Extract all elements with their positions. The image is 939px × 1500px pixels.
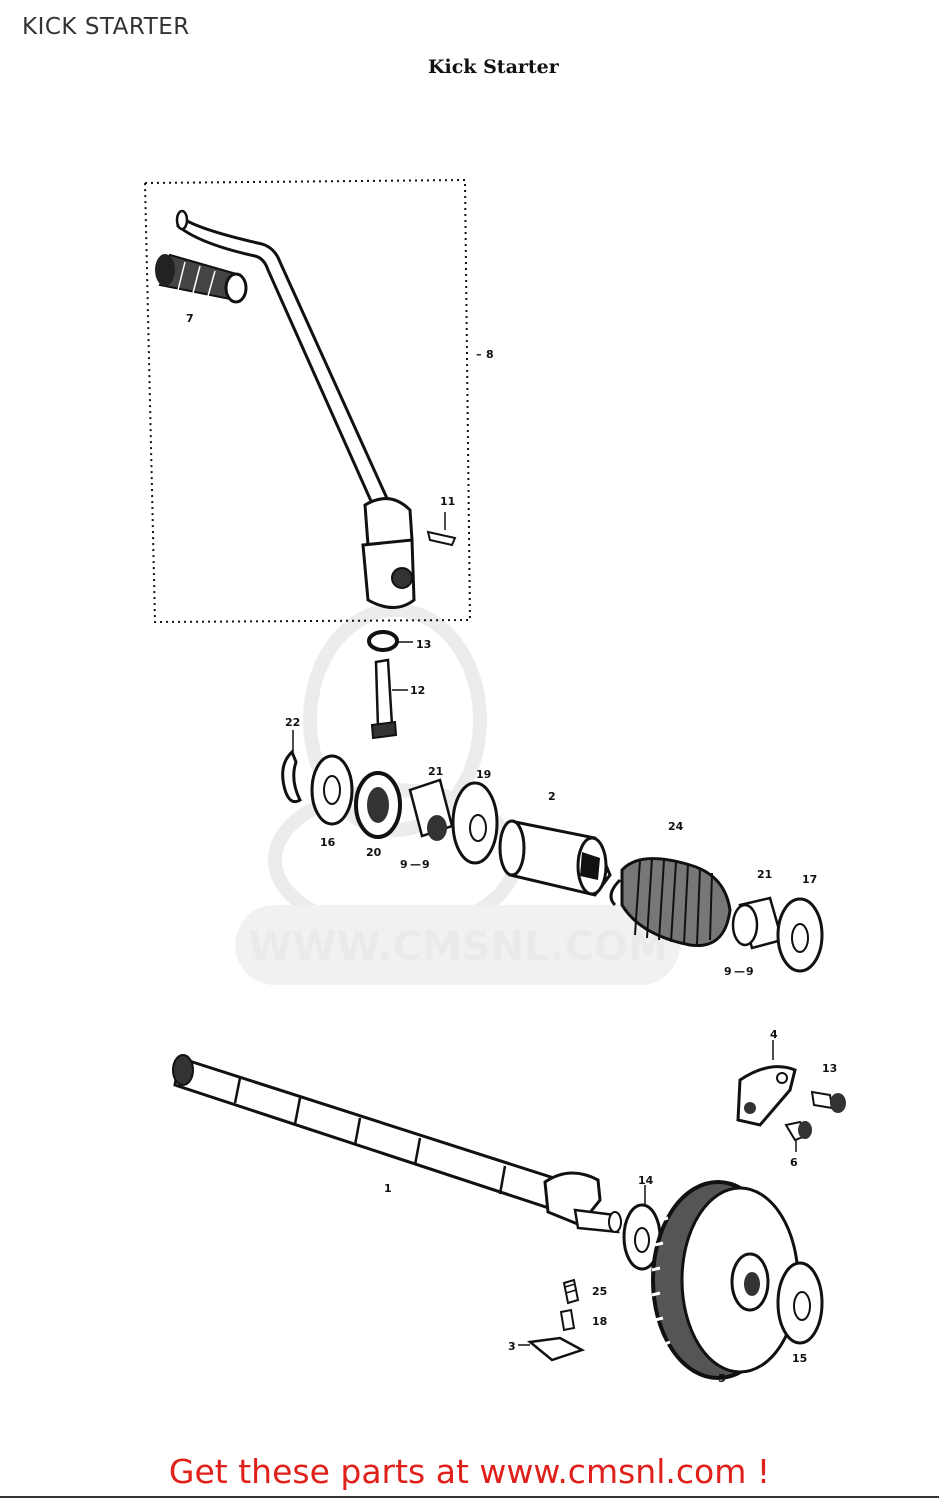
part-label-9c: 9	[724, 965, 732, 978]
screw-13-head	[830, 1093, 846, 1113]
circlip	[281, 749, 302, 804]
bolt-12	[374, 658, 394, 730]
part-label-24: 24	[668, 820, 684, 833]
part-label-19: 19	[476, 768, 491, 781]
part-label-9c-ref: 9	[746, 965, 754, 978]
part-label-14: 14	[638, 1174, 654, 1187]
part-label-13a: 13	[416, 638, 431, 651]
part-label-18: 18	[592, 1315, 607, 1328]
kick-grip	[155, 253, 248, 304]
part-label-16: 16	[320, 836, 336, 849]
part-label-21b: 21	[757, 868, 772, 881]
kick-lever	[175, 209, 416, 609]
assembly-boundary	[143, 178, 472, 624]
watermark-banner	[235, 905, 680, 985]
footer-divider	[0, 1496, 939, 1498]
part-label-8: 8	[486, 348, 494, 361]
watermark-mascot-head	[303, 603, 487, 837]
part-label-9c-dash: —	[734, 965, 745, 978]
part-label-9a: 9	[400, 858, 408, 871]
part-label-2: 2	[548, 790, 556, 803]
return-spring	[609, 857, 732, 948]
part-label-1: 1	[384, 1182, 392, 1195]
part-label-20: 20	[366, 846, 382, 859]
screw-13	[810, 1090, 834, 1110]
part-label-13b: 13	[822, 1062, 837, 1075]
part-label-7: 7	[186, 312, 194, 325]
part-label-6: 6	[790, 1156, 798, 1169]
part-label-12: 12	[410, 684, 425, 697]
part-labels: 7 – 8 11 13 12 22 16 20 21 19 9 — 9 2 24…	[186, 312, 837, 1385]
part-label-21a: 21	[428, 765, 443, 778]
page-title: KICK STARTER	[22, 14, 190, 40]
watermark-url: WWW.CMSNL.COM	[248, 924, 668, 970]
pinch-bolt	[426, 530, 457, 547]
washer-small	[367, 630, 399, 652]
part-label-11: 11	[440, 495, 455, 508]
part-label-3: 3	[508, 1340, 516, 1353]
diagram-title: Kick Starter	[428, 56, 559, 78]
kick-gear	[651, 1180, 800, 1380]
kick-shaft	[172, 1054, 622, 1234]
part-label-22: 22	[285, 716, 300, 729]
pawl-3	[526, 1336, 586, 1362]
part-label-4: 4	[770, 1028, 778, 1041]
pin-18	[559, 1308, 576, 1332]
part-label-15: 15	[792, 1352, 807, 1365]
get-parts-link[interactable]: Get these parts at www.cmsnl.com !	[168, 1452, 771, 1491]
part-label-8-dash: –	[476, 348, 482, 361]
part-label-25: 25	[592, 1285, 607, 1298]
part-label-17: 17	[802, 873, 817, 886]
part-label-5: 5	[718, 1372, 726, 1385]
part-label-9a-dash: —	[410, 858, 421, 871]
watermark: WWW.CMSNL.COM	[235, 603, 680, 985]
part-label-9a-ref: 9	[422, 858, 430, 871]
